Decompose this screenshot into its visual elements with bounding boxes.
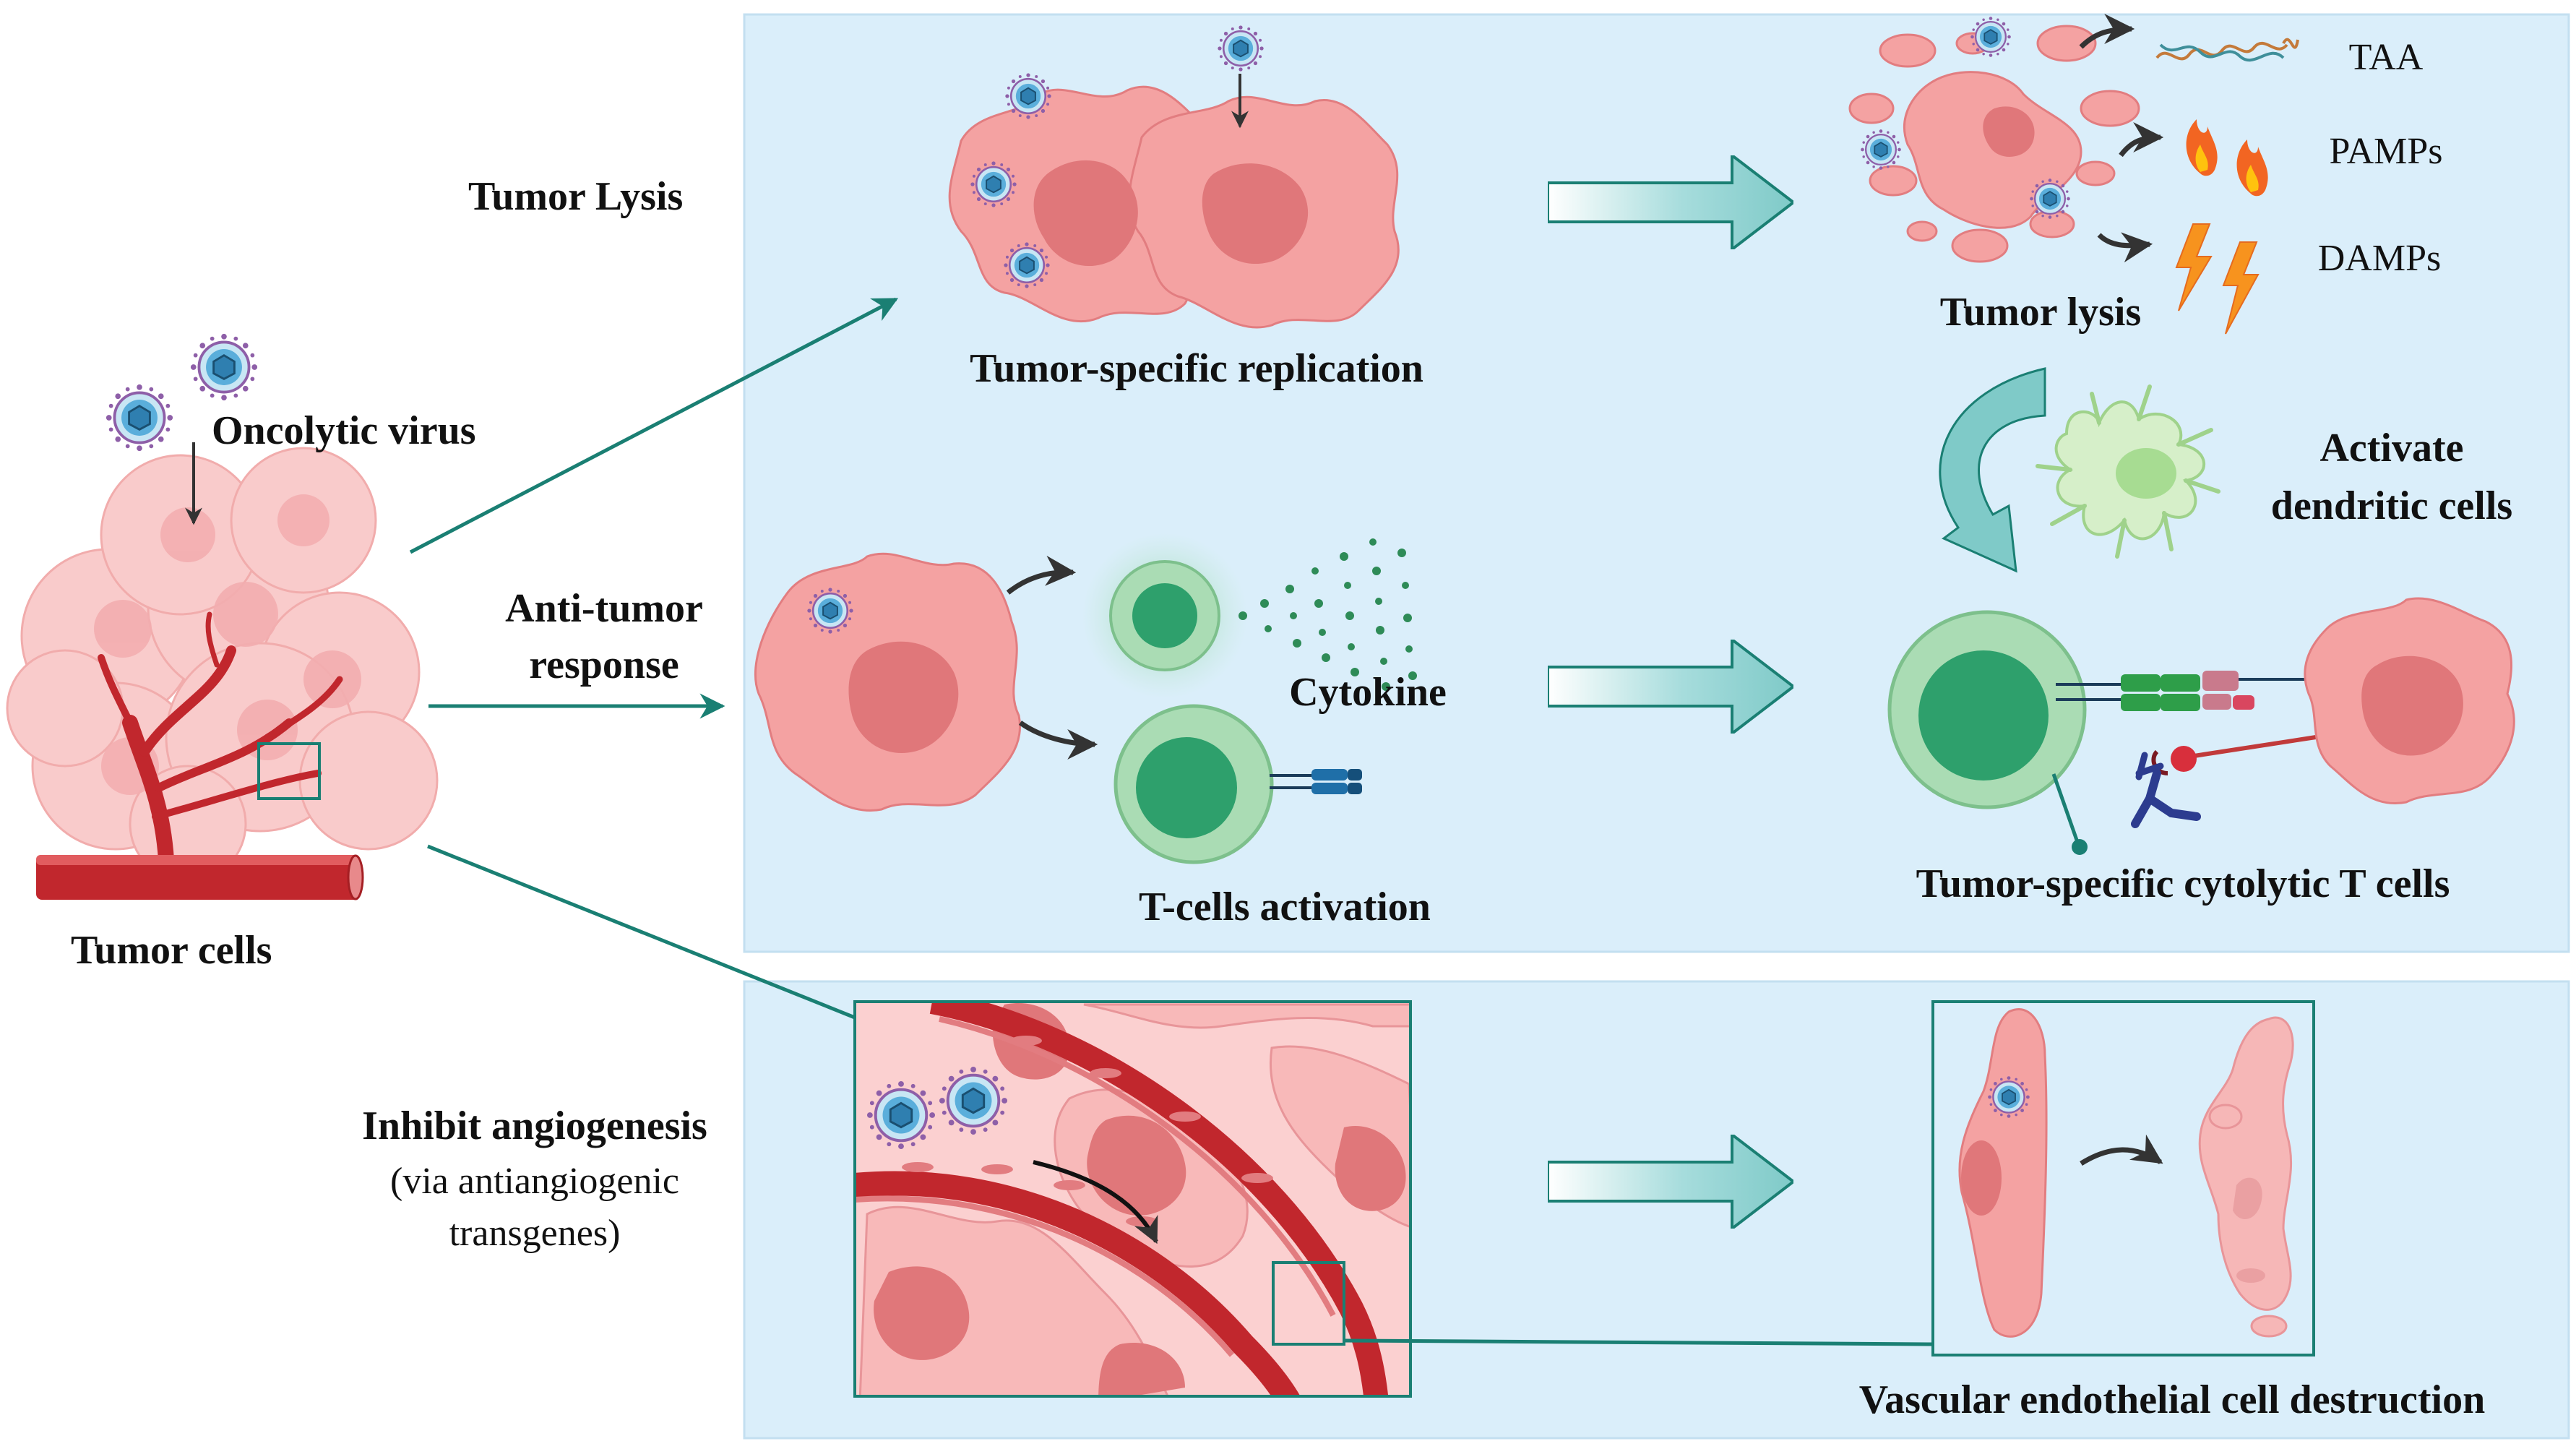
anti-tumor-label-line2: response — [529, 642, 679, 687]
tumor-cluster-illustration — [6, 447, 439, 900]
arrow-to-lysis — [409, 297, 899, 554]
tumor-specific-replication-label: Tumor-specific replication — [970, 346, 1423, 391]
via-transgenes-line2: transgenes) — [449, 1213, 621, 1254]
virus-icon — [189, 332, 259, 402]
arrow-right-icon — [2119, 122, 2164, 158]
tumor-lysis-label: Tumor lysis — [1940, 290, 2142, 335]
cytolytic-t-cell — [1887, 610, 2088, 855]
lightning-icon — [2175, 223, 2213, 311]
pamps-label: PAMPs — [2329, 131, 2442, 172]
lysed-tumor-debris — [1848, 25, 2140, 263]
antibody-icon — [2131, 752, 2201, 828]
tumor-lysis-heading: Tumor Lysis — [468, 174, 683, 219]
arrow-right-icon — [1006, 555, 1077, 595]
zoom-box-small — [257, 742, 321, 800]
cytokine-label: Cytokine — [1289, 670, 1447, 715]
taa-label: TAA — [2349, 37, 2424, 78]
lightning-icon — [2222, 241, 2260, 335]
oncolytic-virus-label: Oncolytic virus — [212, 408, 476, 453]
connector-to-vessel — [427, 844, 856, 1020]
tumor-cells-label: Tumor cells — [71, 928, 272, 973]
arrow-right-icon — [2080, 1134, 2163, 1166]
cytokine-dots — [1239, 538, 1417, 691]
endothelial-cell-box — [1931, 1000, 2315, 1356]
flame-icon — [2186, 119, 2218, 176]
virus-icon — [1217, 25, 1265, 72]
virus-icon — [1860, 129, 1902, 171]
virus-icon — [1987, 1075, 2030, 1119]
activate-label-line2: dendritic cells — [2271, 483, 2512, 528]
cytolytic-t-cells-label: Tumor-specific cytolytic T cells — [1916, 861, 2450, 906]
inhibit-angiogenesis-label: Inhibit angiogenesis — [362, 1104, 707, 1148]
infected-tumor-cell — [754, 552, 1021, 812]
replicating-tumor-cells — [948, 85, 1400, 329]
flame-icon — [2236, 139, 2268, 197]
target-tumor-cell — [2304, 597, 2515, 804]
damps-label: DAMPs — [2318, 238, 2442, 279]
arrow-right-icon — [1018, 721, 1098, 760]
activated-t-cell — [1113, 704, 1362, 864]
t-cells-activation-label: T-cells activation — [1139, 885, 1431, 929]
vessel-zoom-illustration — [853, 1000, 1412, 1398]
flow-arrow-icon — [1033, 1160, 1158, 1244]
tcr-mhc-complex — [2056, 671, 2316, 711]
arrow-right-icon — [2079, 14, 2135, 49]
virus-icon — [970, 160, 1017, 208]
via-transgenes-line1: (via antiangiogenic — [390, 1161, 679, 1202]
zoom-connector — [1343, 1338, 1934, 1346]
virus-icon — [2029, 178, 2071, 220]
virus-icon — [806, 587, 854, 635]
virus-icon — [1970, 16, 2012, 58]
zoom-box-detail — [1272, 1261, 1345, 1346]
virus-icon — [1003, 241, 1051, 289]
taa-strand-icon — [2155, 38, 2299, 62]
curved-arrow-icon — [1939, 367, 2046, 573]
virus-icon — [866, 1080, 936, 1151]
dendritic-cell-icon — [2036, 384, 2220, 559]
cytokine-secreting-cell — [1109, 560, 1220, 671]
virus-icon — [1004, 72, 1052, 120]
anti-tumor-label-line1: Anti-tumor — [505, 586, 703, 631]
arrow-right-icon — [2097, 232, 2153, 263]
activate-label-line1: Activate — [2319, 426, 2463, 470]
virus-icon — [938, 1065, 1009, 1136]
vascular-destruction-label: Vascular endothelial cell destruction — [1859, 1377, 2485, 1422]
virus-icon — [105, 383, 174, 452]
